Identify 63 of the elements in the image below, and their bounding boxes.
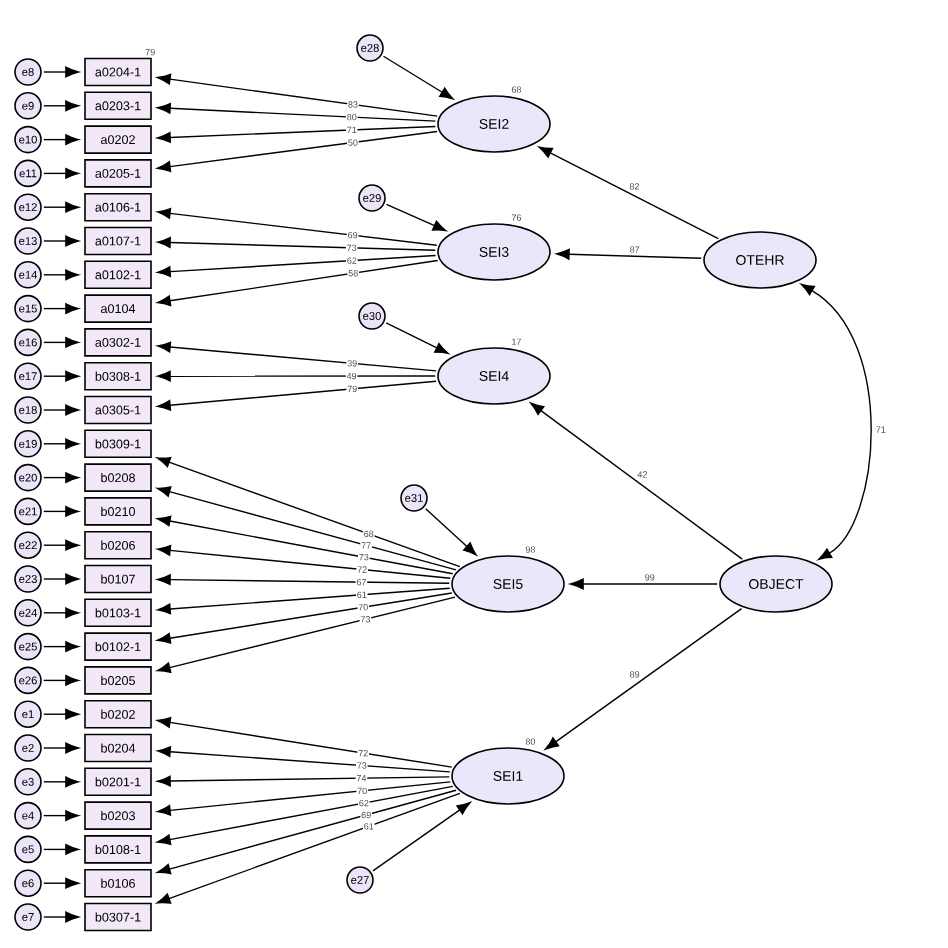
arrow bbox=[156, 486, 457, 571]
arrow bbox=[157, 775, 450, 787]
arrow bbox=[43, 235, 79, 247]
arrow bbox=[43, 66, 79, 78]
arrow bbox=[43, 201, 79, 213]
arrow bbox=[555, 248, 702, 260]
arrow bbox=[372, 802, 471, 872]
arrow bbox=[43, 607, 79, 619]
arrow bbox=[382, 55, 454, 100]
arrow bbox=[43, 167, 79, 179]
arrow bbox=[530, 402, 743, 560]
arrow bbox=[156, 456, 461, 568]
arrow bbox=[43, 573, 79, 585]
arrow bbox=[570, 578, 718, 590]
arrow bbox=[424, 507, 477, 556]
arrow bbox=[156, 785, 454, 846]
arrow bbox=[156, 341, 437, 372]
arrow bbox=[43, 708, 79, 720]
arrow bbox=[156, 380, 437, 411]
arrow bbox=[43, 742, 79, 754]
arrow bbox=[43, 911, 79, 923]
arrow bbox=[43, 134, 79, 146]
arrow bbox=[43, 641, 79, 653]
arrow bbox=[43, 810, 79, 822]
arrow bbox=[43, 472, 79, 484]
arrow bbox=[156, 515, 454, 575]
arrow bbox=[156, 781, 451, 816]
arrow bbox=[156, 254, 437, 278]
arrow bbox=[43, 776, 79, 788]
arrow bbox=[157, 370, 436, 382]
arrow bbox=[43, 843, 79, 855]
arrow bbox=[156, 792, 461, 904]
arrow bbox=[43, 505, 79, 517]
arrow bbox=[385, 203, 447, 232]
arrow bbox=[156, 789, 457, 875]
arrow bbox=[156, 73, 438, 117]
arrow bbox=[157, 574, 450, 586]
arrow bbox=[43, 303, 79, 315]
arrow bbox=[157, 237, 436, 251]
arrow bbox=[156, 746, 451, 773]
arrow bbox=[156, 592, 453, 644]
arrow bbox=[544, 607, 743, 750]
arrow bbox=[538, 146, 719, 240]
arrow bbox=[800, 283, 872, 561]
arrow bbox=[43, 100, 79, 112]
arrow bbox=[43, 674, 79, 686]
arrow bbox=[157, 102, 437, 122]
arrow bbox=[156, 207, 438, 246]
arrow bbox=[43, 438, 79, 450]
arrow bbox=[156, 596, 456, 673]
arrow bbox=[385, 322, 449, 355]
arrow bbox=[43, 877, 79, 889]
arrow bbox=[43, 370, 79, 382]
arrow bbox=[43, 336, 79, 348]
arrow bbox=[156, 587, 451, 615]
arrow bbox=[156, 544, 451, 579]
arrow bbox=[43, 404, 79, 416]
arrow bbox=[156, 130, 438, 173]
arrow bbox=[156, 717, 453, 768]
arrow bbox=[156, 259, 439, 307]
arrow bbox=[43, 539, 79, 551]
arrow bbox=[43, 269, 79, 281]
arrow bbox=[157, 125, 437, 143]
